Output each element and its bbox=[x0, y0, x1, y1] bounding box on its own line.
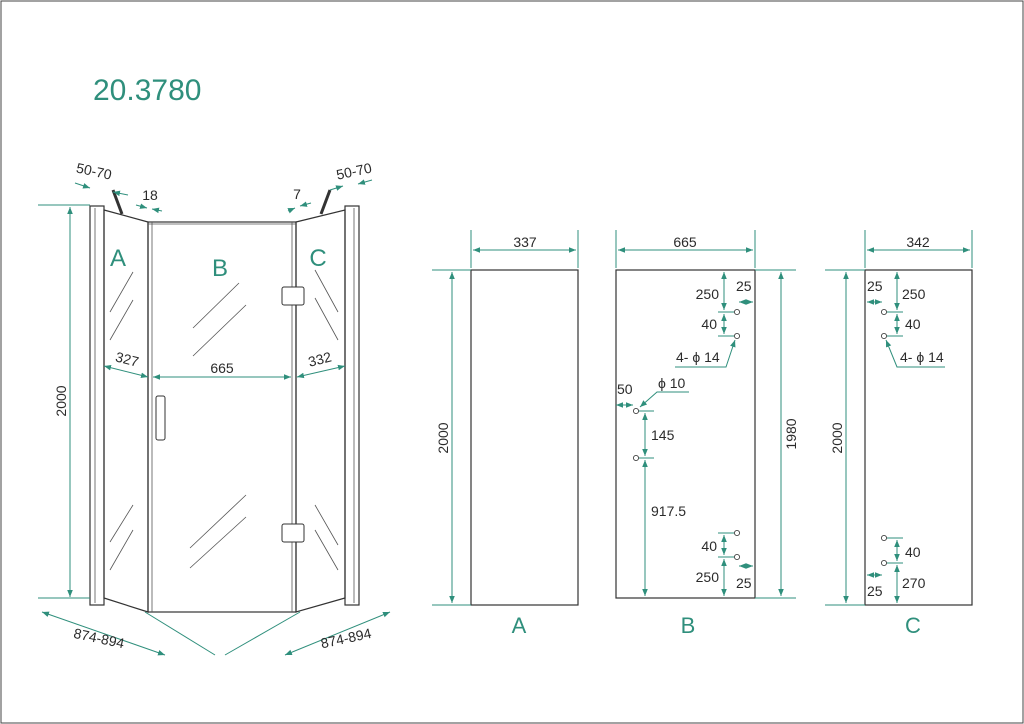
overview-label-a: A bbox=[110, 245, 126, 272]
overview-dimensions bbox=[38, 179, 391, 656]
overview-label-c: C bbox=[309, 245, 326, 272]
panel-c-bottom-offset: 270 bbox=[902, 575, 926, 591]
panel-b-handle-edge: 50 bbox=[617, 381, 633, 397]
panel-b-spacing-bottom: 40 bbox=[701, 538, 717, 554]
overview-height: 2000 bbox=[53, 385, 69, 416]
panel-a-label: A bbox=[512, 613, 527, 638]
panel-b-height: 1980 bbox=[783, 418, 799, 449]
panel-c-top-offset: 250 bbox=[902, 286, 926, 302]
diag-right: 874-894 bbox=[319, 625, 373, 651]
panel-c-edge-top: 25 bbox=[867, 278, 883, 294]
panel-b-handle-hole: ϕ 10 bbox=[658, 375, 686, 391]
door-handle bbox=[155, 395, 166, 441]
panel-a-detail bbox=[432, 230, 579, 606]
panel-b-width: 665 bbox=[673, 234, 697, 250]
panel-b-bottom-offset: 250 bbox=[696, 569, 720, 585]
gap-left: 18 bbox=[142, 187, 158, 203]
adjust-left: 50-70 bbox=[75, 160, 114, 183]
width-b: 665 bbox=[210, 360, 234, 376]
panel-c-shape bbox=[295, 209, 346, 613]
panel-c-detail bbox=[825, 230, 973, 606]
panel-a-height: 2000 bbox=[435, 422, 451, 453]
panel-c-width: 342 bbox=[906, 234, 930, 250]
width-c: 332 bbox=[307, 349, 334, 370]
panel-b-hinge-spec: 4- ϕ 14 bbox=[676, 349, 720, 365]
panel-c-label: C bbox=[905, 613, 921, 638]
hinge-bottom bbox=[281, 523, 305, 543]
panel-b-handle-spacing: 145 bbox=[651, 427, 675, 443]
panel-c-hole-spec: 4- ϕ 14 bbox=[900, 349, 944, 365]
model-number: 20.3780 bbox=[93, 74, 201, 107]
panel-b-detail bbox=[615, 230, 796, 599]
adjust-right: 50-70 bbox=[335, 160, 374, 183]
left-wall-post bbox=[89, 205, 105, 606]
panel-b-edge-top: 25 bbox=[736, 278, 752, 294]
panel-c-spacing-top: 40 bbox=[905, 316, 921, 332]
hinge-top bbox=[281, 286, 305, 306]
panel-b-label: B bbox=[681, 613, 696, 638]
diag-left: 874-894 bbox=[72, 625, 126, 651]
glass-reflections bbox=[109, 269, 339, 571]
panel-c-spacing-bottom: 40 bbox=[905, 544, 921, 560]
right-wall-post bbox=[344, 205, 360, 606]
panel-a-width: 337 bbox=[513, 234, 537, 250]
panel-c-edge-bottom: 25 bbox=[867, 583, 883, 599]
panel-c-height: 2000 bbox=[829, 422, 845, 453]
panel-b-edge-bottom: 25 bbox=[736, 575, 752, 591]
panel-b-handle-height: 917.5 bbox=[651, 503, 686, 519]
panel-b-spacing-top: 40 bbox=[701, 316, 717, 332]
overview-label-b: B bbox=[212, 255, 228, 282]
gap-right: 7 bbox=[293, 186, 301, 202]
width-a: 327 bbox=[114, 349, 141, 370]
panel-b-top-offset: 250 bbox=[696, 286, 720, 302]
